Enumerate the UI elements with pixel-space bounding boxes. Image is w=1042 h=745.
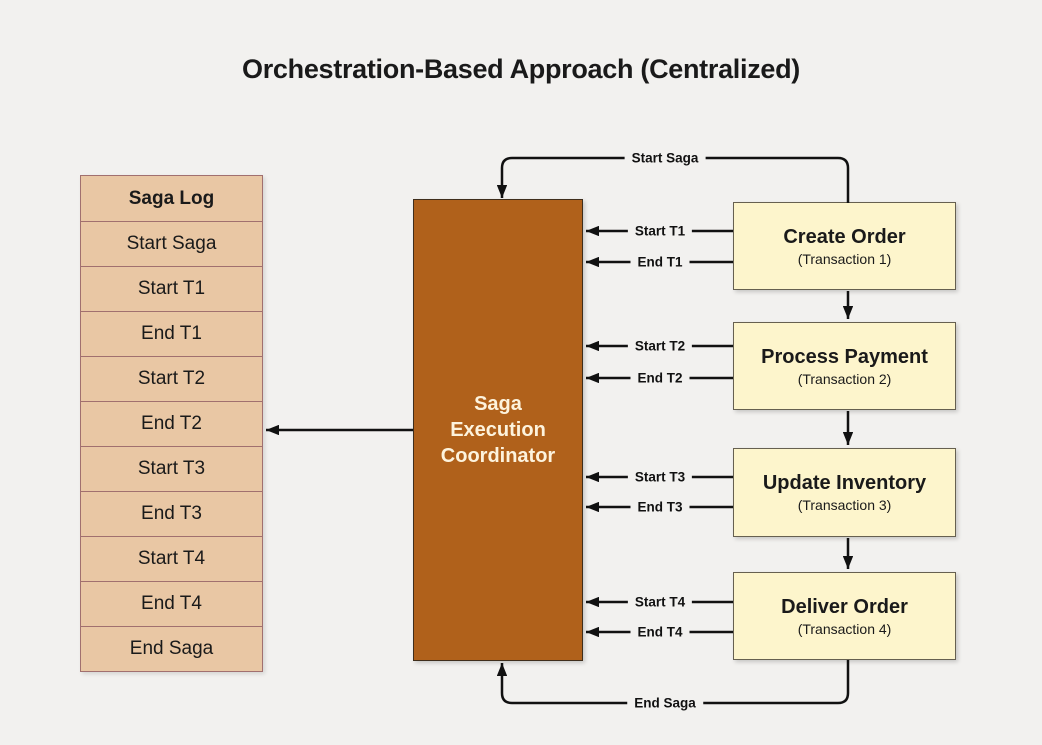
label-start-saga: Start Saga bbox=[624, 150, 706, 166]
service-subtitle: (Transaction 3) bbox=[797, 497, 892, 513]
diagram-title: Orchestration-Based Approach (Centralize… bbox=[242, 54, 800, 84]
label-start-t1: Start T1 bbox=[627, 223, 693, 239]
label-end-t1: End T1 bbox=[630, 254, 690, 270]
label-start-t2: Start T2 bbox=[627, 338, 693, 354]
saga-log-row: End T2 bbox=[81, 401, 262, 446]
saga-log-row: End T1 bbox=[81, 311, 262, 356]
label-start-t4: Start T4 bbox=[627, 594, 693, 610]
service-subtitle: (Transaction 4) bbox=[797, 620, 892, 637]
saga-log-row: Start Saga bbox=[81, 221, 262, 266]
service-title: Process Payment bbox=[761, 345, 928, 368]
service-box-process-payment: Process Payment (Transaction 2) bbox=[733, 322, 956, 410]
saga-log-row: Start T1 bbox=[81, 266, 262, 311]
service-subtitle: (Transaction 1) bbox=[797, 250, 892, 267]
coordinator-label: Saga Execution Coordinator bbox=[440, 393, 556, 467]
saga-log-row: End T4 bbox=[81, 581, 262, 626]
saga-log-row: Start T2 bbox=[81, 356, 262, 401]
coordinator-box: Saga Execution Coordinator bbox=[413, 199, 583, 661]
saga-log-row: End T3 bbox=[81, 491, 262, 536]
saga-log-row: End Saga bbox=[81, 626, 262, 671]
saga-log-row: Start T4 bbox=[81, 536, 262, 581]
saga-log-header: Saga Log bbox=[128, 188, 215, 209]
service-subtitle: (Transaction 2) bbox=[797, 370, 892, 387]
label-end-t2: End T2 bbox=[630, 370, 690, 386]
saga-log-table: Saga Log Start Saga Start T1 End T1 Star… bbox=[80, 175, 263, 672]
label-end-saga: End Saga bbox=[627, 695, 703, 711]
service-title: Create Order bbox=[783, 225, 906, 248]
label-end-t3: End T3 bbox=[630, 499, 690, 515]
service-title: Deliver Order bbox=[781, 595, 908, 618]
service-box-create-order: Create Order (Transaction 1) bbox=[733, 202, 956, 290]
service-box-deliver-order: Deliver Order (Transaction 4) bbox=[733, 572, 956, 660]
saga-log-row: Start T3 bbox=[81, 446, 262, 491]
label-end-t4: End T4 bbox=[630, 624, 690, 640]
label-start-t3: Start T3 bbox=[627, 469, 693, 485]
service-title: Update Inventory bbox=[762, 472, 927, 494]
service-box-update-inventory: Update Inventory (Transaction 3) bbox=[733, 448, 956, 537]
